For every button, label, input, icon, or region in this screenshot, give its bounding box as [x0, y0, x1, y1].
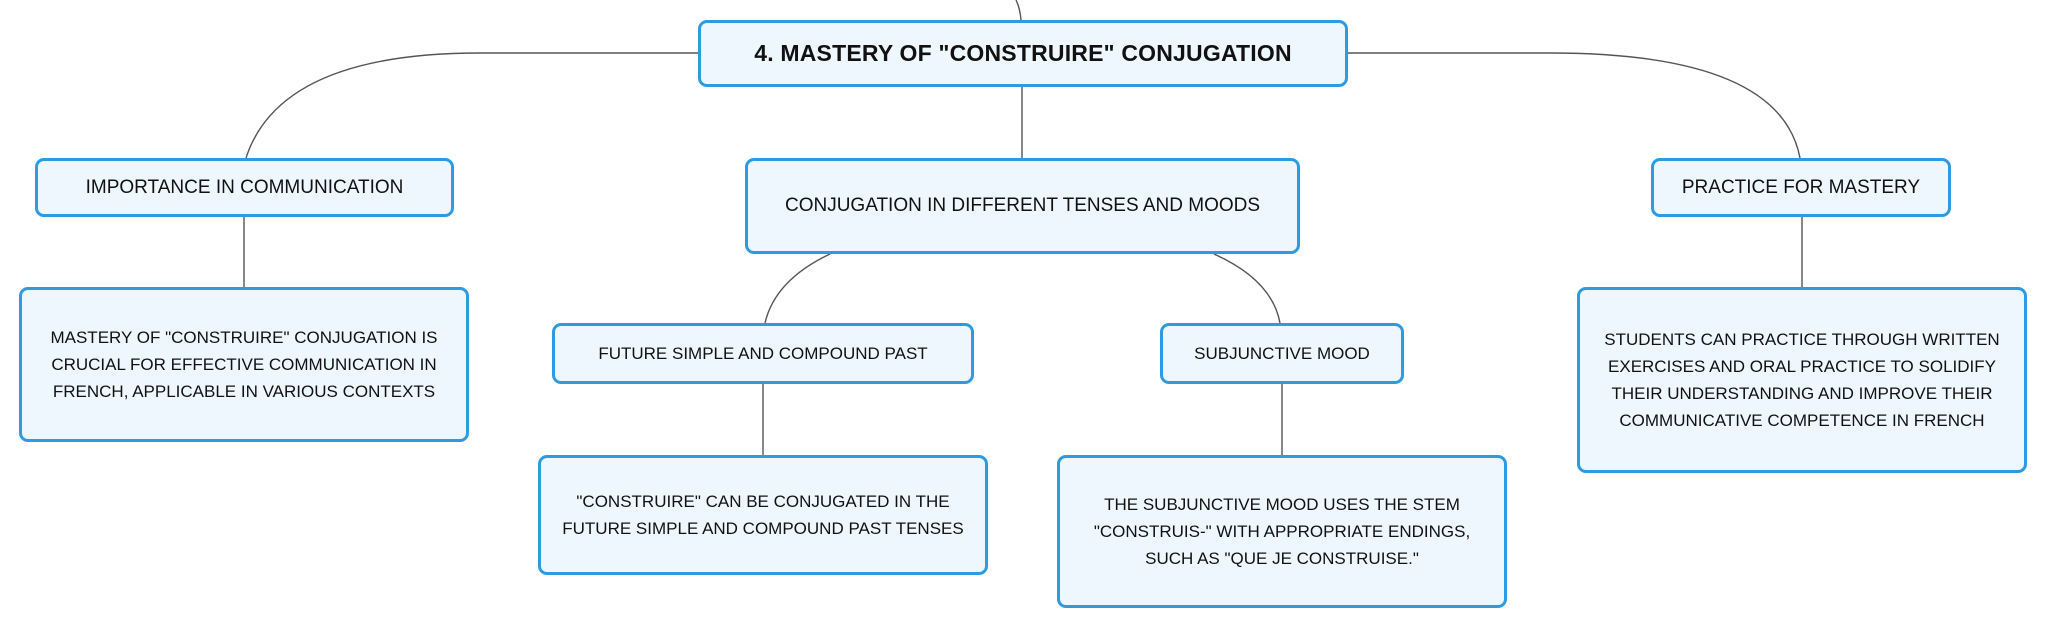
future-node-label: FUTURE SIMPLE AND COMPOUND PAST: [598, 343, 928, 363]
subjunctive-node: SUBJUNCTIVE MOOD: [1160, 323, 1404, 384]
practice-node-label: PRACTICE FOR MASTERY: [1681, 176, 1921, 198]
tenses-node: CONJUGATION IN DIFFERENT TENSES AND MOOD…: [745, 158, 1300, 254]
subjunctive-node-label: SUBJUNCTIVE MOOD: [1194, 343, 1370, 363]
subjunctive-detail-text: THE SUBJUNCTIVE MOOD USES THE STEM "CONS…: [1093, 495, 1471, 568]
future-detail-text: "CONSTRUIRE" CAN BE CONJUGATED IN THE FU…: [562, 492, 964, 538]
subjunctive-detail-node: THE SUBJUNCTIVE MOOD USES THE STEM "CONS…: [1057, 455, 1507, 608]
root-node: 4. MASTERY OF "CONSTRUIRE" CONJUGATION: [698, 20, 1348, 87]
connector-root-to-practice: [1348, 52, 1801, 159]
importance-node: IMPORTANCE IN COMMUNICATION: [35, 158, 454, 217]
connector-tenses-to-subjunctive: [1213, 253, 1281, 324]
connector-root-to-importance: [245, 52, 698, 159]
future-detail-node: "CONSTRUIRE" CAN BE CONJUGATED IN THE FU…: [538, 455, 988, 575]
importance-detail-text: MASTERY OF "CONSTRUIRE" CONJUGATION IS C…: [50, 328, 438, 401]
practice-detail-node: STUDENTS CAN PRACTICE THROUGH WRITTEN EX…: [1577, 287, 2027, 473]
importance-node-label: IMPORTANCE IN COMMUNICATION: [85, 176, 404, 198]
root-node-label: 4. MASTERY OF "CONSTRUIRE" CONJUGATION: [754, 40, 1292, 66]
future-node: FUTURE SIMPLE AND COMPOUND PAST: [552, 323, 974, 384]
connector-parent-to-root: [1015, 0, 1022, 21]
tenses-node-label: CONJUGATION IN DIFFERENT TENSES AND MOOD…: [784, 195, 1261, 216]
practice-node: PRACTICE FOR MASTERY: [1651, 158, 1951, 217]
importance-detail-node: MASTERY OF "CONSTRUIRE" CONJUGATION IS C…: [19, 287, 469, 442]
practice-detail-text: STUDENTS CAN PRACTICE THROUGH WRITTEN EX…: [1604, 330, 2000, 430]
connector-tenses-to-future: [764, 253, 831, 324]
